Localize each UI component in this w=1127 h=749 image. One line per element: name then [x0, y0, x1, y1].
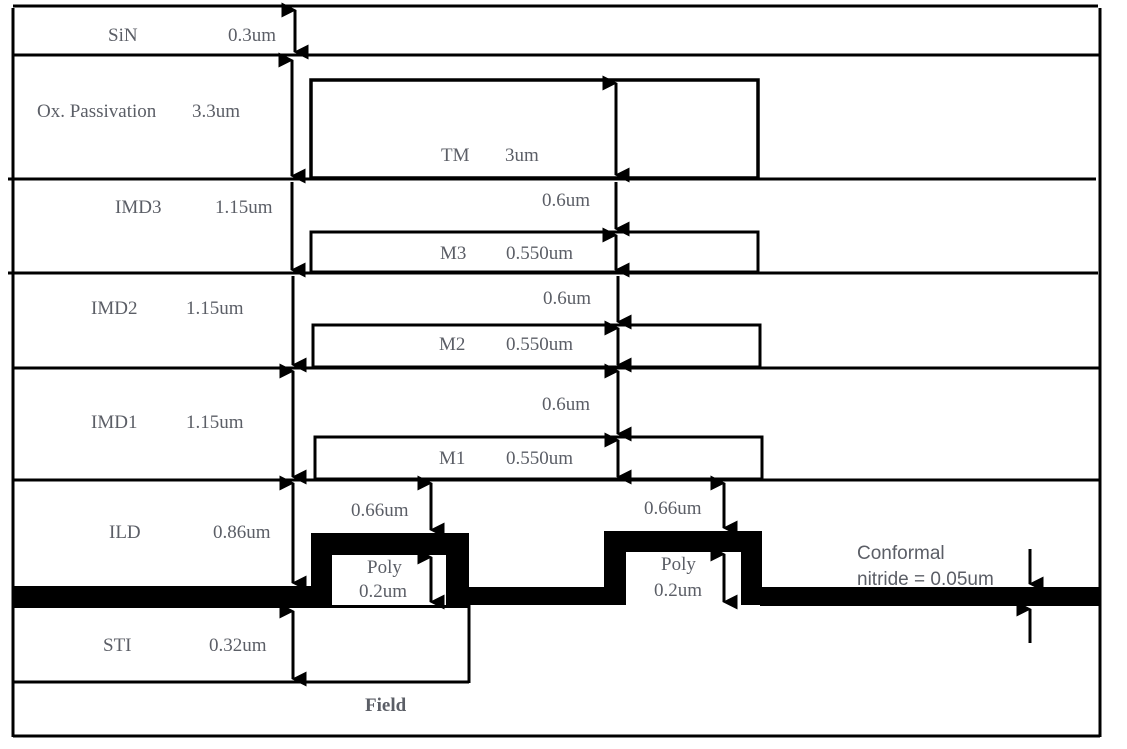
m2-metal — [311, 323, 762, 369]
m2-thickness: 0.550um — [506, 334, 573, 355]
nitride-right — [760, 587, 1100, 606]
m2-name: M2 — [439, 334, 465, 355]
sti-name: STI — [103, 635, 132, 656]
m3-metal — [309, 230, 760, 274]
m2-gap: 0.6um — [543, 288, 591, 309]
tm-name: TM — [441, 145, 470, 166]
sti-thickness: 0.32um — [209, 635, 267, 656]
nitride-label-line2: nitride = 0.05um — [857, 569, 994, 590]
nitride-label-line1: Conformal — [857, 543, 945, 564]
imd1-thickness: 1.15um — [186, 412, 244, 433]
poly2-name: Poly — [661, 554, 696, 575]
sin-thickness: 0.3um — [228, 25, 276, 46]
m1-metal — [313, 435, 764, 481]
m1-gap: 0.6um — [542, 394, 590, 415]
field-label: Field — [365, 695, 407, 716]
imd2-name: IMD2 — [91, 298, 137, 319]
nitride-mid — [469, 587, 607, 605]
imd1-name: IMD1 — [91, 412, 137, 433]
sin-name: SiN — [108, 25, 138, 46]
nitride-step-1 — [446, 586, 469, 608]
poly1-thickness: 0.2um — [359, 581, 407, 602]
poly1-gap: 0.66um — [351, 500, 409, 521]
m3-name: M3 — [440, 243, 466, 264]
passivation-name: Ox. Passivation — [37, 101, 157, 122]
dimension-arrows — [278, 2, 1044, 687]
labels: SiN 0.3um Ox. Passivation 3.3um TM 3um I… — [37, 25, 994, 716]
frame — [11, 4, 1102, 738]
poly1-name: Poly — [367, 557, 402, 578]
ild-thickness: 0.86um — [213, 522, 271, 543]
m3-thickness: 0.550um — [506, 243, 573, 264]
poly2-thickness: 0.2um — [654, 580, 702, 601]
passivation-thickness: 3.3um — [192, 101, 240, 122]
ild-name: ILD — [109, 522, 141, 543]
m1-thickness: 0.550um — [506, 448, 573, 469]
nitride-left — [13, 586, 313, 608]
m3-gap: 0.6um — [542, 190, 590, 211]
poly2-gap: 0.66um — [644, 498, 702, 519]
imd3-name: IMD3 — [115, 197, 161, 218]
imd3-thickness: 1.15um — [215, 197, 273, 218]
imd2-thickness: 1.15um — [186, 298, 244, 319]
tm-metal — [309, 78, 760, 180]
tm-thickness: 3um — [505, 145, 539, 166]
m1-name: M1 — [439, 448, 465, 469]
